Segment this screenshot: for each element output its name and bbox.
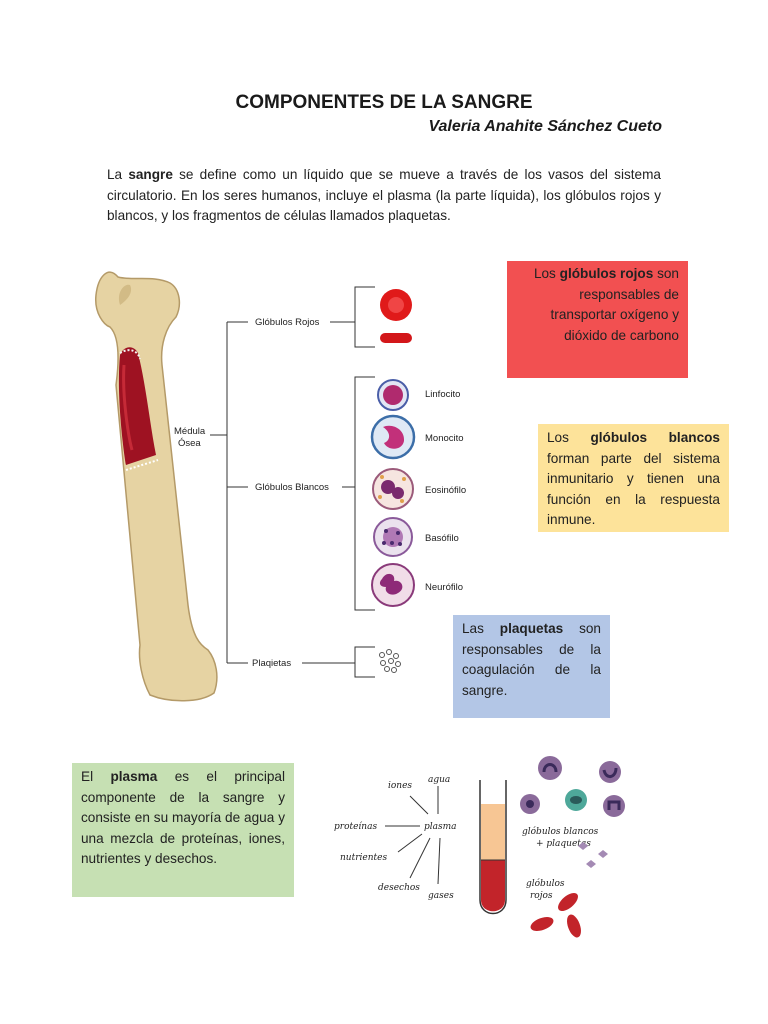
basofilo-icon xyxy=(373,517,413,557)
plasma-sketch: plasma agua iones proteínas nutrientes d… xyxy=(334,756,625,938)
sketch-rojos-1: glóbulos xyxy=(526,878,565,889)
blancos-bold: glóbulos blancos xyxy=(590,430,720,445)
femur-illustration xyxy=(95,271,218,702)
sketch-ray-gases: gases xyxy=(428,891,454,901)
linfocito-icon xyxy=(377,379,409,411)
cell-label-monocito: Monocito xyxy=(425,433,464,444)
author-name: Valeria Anahite Sánchez Cueto xyxy=(428,118,662,135)
box-globulos-rojos: Los glóbulos rojos son responsables de t… xyxy=(507,261,688,378)
plasma-bold: plasma xyxy=(110,769,158,784)
sketch-white-cells-icon xyxy=(520,756,625,868)
blancos-rest: forman parte del sistema inmunitario y t… xyxy=(547,450,720,528)
cell-label-basofilo: Basófilo xyxy=(425,533,459,544)
cell-label-neurofilo: Neurófilo xyxy=(425,582,463,593)
sketch-ray-nutrientes: nutrientes xyxy=(340,853,387,863)
plaquetas-bold: plaquetas xyxy=(499,621,564,636)
rojos-rest: son responsables de transportar oxígeno … xyxy=(550,266,679,343)
bone-diagram: Médula Ósea Glóbulos Rojos Glóbulos Blan… xyxy=(95,271,466,702)
intro-paragraph: La sangre se define como un líquido que … xyxy=(107,165,661,227)
sketch-ray-agua: agua xyxy=(428,775,450,785)
blancos-prefix: Los xyxy=(547,430,591,445)
cell-label-linfocito: Linfocito xyxy=(425,389,460,400)
sketch-center-label: plasma xyxy=(424,822,457,832)
box-plaquetas: Las plaquetas son responsables de la coa… xyxy=(453,615,610,718)
sketch-red-cells-icon xyxy=(530,893,581,938)
eosinofilo-icon xyxy=(372,468,414,510)
intro-bold-term: sangre xyxy=(128,167,173,182)
medula-label-2: Ósea xyxy=(178,438,201,449)
plasma-prefix: El xyxy=(81,769,111,784)
page-title: COMPONENTES DE LA SANGRE xyxy=(235,92,533,113)
plasma-rest: es el principal componente de la sangre … xyxy=(81,769,285,866)
sketch-rojos-2: rojos xyxy=(530,891,553,901)
test-tube-icon xyxy=(479,780,507,915)
sketch-ray-iones: iones xyxy=(388,781,412,791)
rojos-bold: glóbulos rojos xyxy=(559,266,654,281)
cell-label-eosinofilo: Eosinófilo xyxy=(425,485,466,496)
sketch-ray-proteinas: proteínas xyxy=(334,821,377,832)
intro-prefix: La xyxy=(107,167,129,182)
sketch-ray-desechos: desechos xyxy=(378,883,420,893)
red-cell-side-icon xyxy=(380,333,412,343)
globulos-rojos-label: Glóbulos Rojos xyxy=(255,317,320,328)
plaquetas-label: Plaqietas xyxy=(252,658,291,669)
plaquetas-rest: son responsables de la coagulación de la… xyxy=(462,621,601,698)
intro-rest: se define como un líquido que se mueve a… xyxy=(107,167,661,223)
neutrofilo-icon xyxy=(371,563,415,607)
rojos-prefix: Los xyxy=(533,266,560,281)
globulos-blancos-label: Glóbulos Blancos xyxy=(255,482,329,493)
medula-label-1: Médula xyxy=(174,426,206,437)
sketch-blancos-2: + plaquetas xyxy=(536,839,591,849)
plaquetas-icon xyxy=(379,649,401,673)
sketch-blancos-1: glóbulos blancos xyxy=(522,826,599,837)
box-globulos-blancos: Los glóbulos blancos forman parte del si… xyxy=(538,424,729,532)
monocito-icon xyxy=(370,414,416,460)
plaquetas-prefix: Las xyxy=(462,621,500,636)
box-plasma: El plasma es el principal componente de … xyxy=(72,763,294,897)
